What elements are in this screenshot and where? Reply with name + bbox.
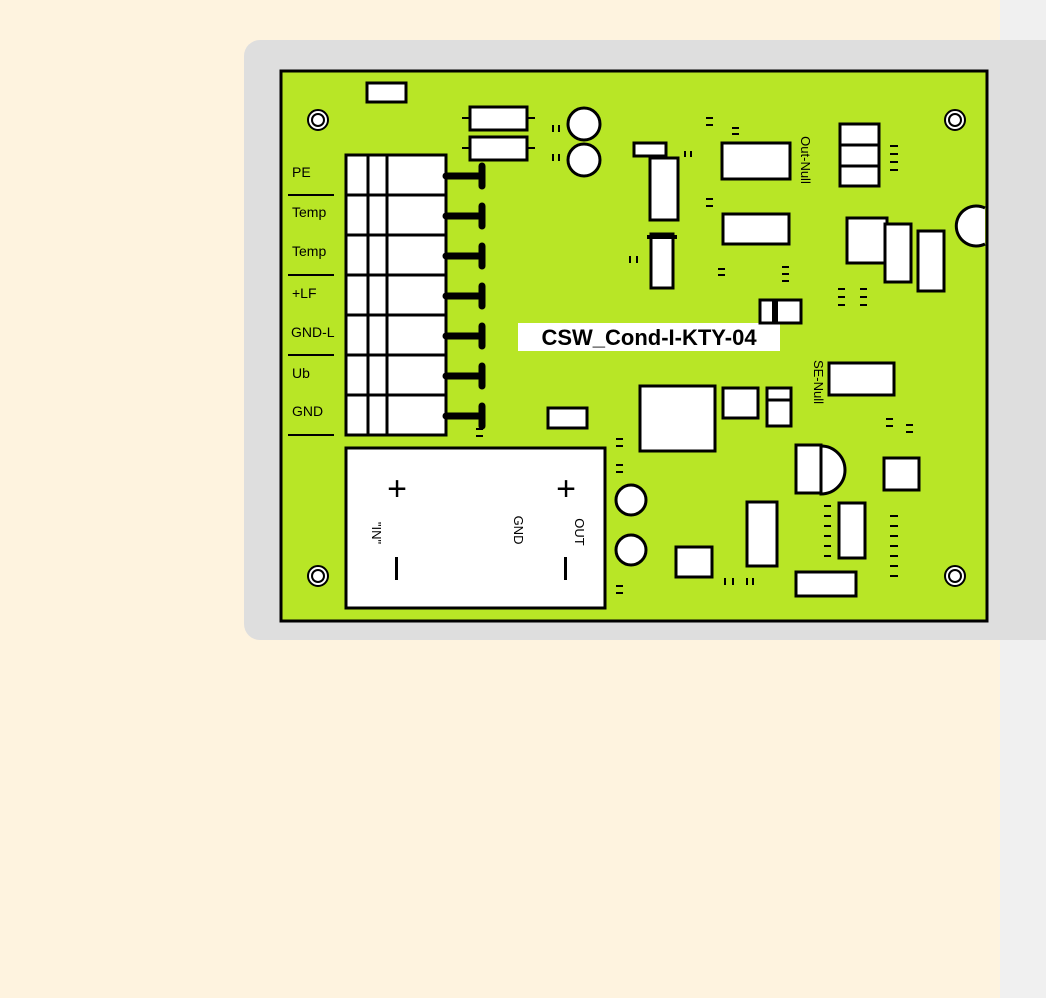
mounting-screws <box>307 109 966 587</box>
terminal-label-lf: +LF <box>292 285 317 301</box>
module-label-out: OUT <box>572 518 587 546</box>
terminal-block <box>288 153 486 437</box>
resistors <box>462 105 535 162</box>
component-top-pad <box>365 81 408 104</box>
components-right <box>632 122 986 598</box>
component-pad <box>546 406 589 430</box>
module-label-gnd: GND <box>511 516 526 545</box>
module-in-plus: + <box>387 470 407 508</box>
smd-pads <box>476 117 913 594</box>
module-out-plus: + <box>556 470 576 508</box>
capacitors <box>566 106 648 567</box>
pot-label-se-null: SE-Null <box>811 360 826 404</box>
pot-label-out-null: Out-Null <box>798 136 813 184</box>
terminal-label-ub: Ub <box>292 365 310 381</box>
module-label-in: "IN" <box>369 522 384 545</box>
power-module: + + "IN" GND OUT <box>344 446 607 610</box>
terminal-label-pe: PE <box>292 164 311 180</box>
terminal-label-temp-1: Temp <box>292 204 326 220</box>
board-title: CSW_Cond-I-KTY-04 <box>541 325 757 350</box>
terminal-label-gnd: GND <box>292 403 323 419</box>
title-background <box>518 323 780 351</box>
terminal-label-temp-2: Temp <box>292 243 326 259</box>
terminal-label-gnd-l: GND-L <box>291 324 335 340</box>
